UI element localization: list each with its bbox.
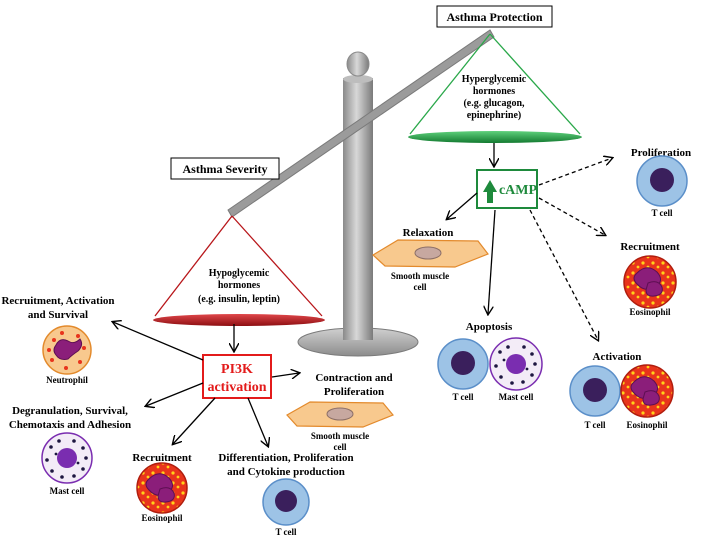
arrow-pi3k-to-neutrophil <box>113 322 204 361</box>
activation-heading: Activation <box>593 351 642 363</box>
recruit-activation-survival-line2: and Survival <box>28 309 88 321</box>
asthma-protection-box: Asthma Protection <box>436 5 553 28</box>
eosinophil-recruitment-left <box>136 462 188 514</box>
arrow-camp-to-proliferation <box>538 158 612 186</box>
left-pan-dish <box>153 314 325 326</box>
svg-text:(e.g. glucagon,: (e.g. glucagon, <box>463 98 525 109</box>
smooth-muscle-cell-contraction <box>286 401 394 428</box>
proliferation-heading: Proliferation <box>631 147 691 159</box>
asthma-protection-label: Asthma Protection <box>446 10 542 24</box>
arrow-pi3k-to-tcell <box>247 397 268 446</box>
smooth-muscle-label-line1-contract: Smooth muscle <box>311 431 369 441</box>
pole-cap <box>343 75 373 83</box>
svg-text:hormones: hormones <box>218 280 260 291</box>
camp-box: cAMP <box>476 169 538 209</box>
svg-text:Hypoglycemic: Hypoglycemic <box>209 268 270 279</box>
asthma-severity-box: Asthma Severity <box>170 157 280 180</box>
arrow-pi3k-to-mastcell <box>146 382 204 406</box>
smooth-muscle-cell-relaxation <box>372 239 489 268</box>
differentiation-line1: Differentiation, Proliferation <box>218 452 353 464</box>
svg-text:hormones: hormones <box>473 86 515 97</box>
arrow-camp-to-apoptosis <box>488 209 496 314</box>
arrow-camp-to-recruitment <box>538 197 605 235</box>
arrows <box>113 143 612 446</box>
mast-label-left: Mast cell <box>50 486 85 496</box>
eosinophil-label-recruitment-left: Eosinophil <box>141 513 183 523</box>
tcell-label-proliferation: T cell <box>651 208 673 218</box>
degranulation-line2: Chemotaxis and Adhesion <box>9 419 131 431</box>
pole-knob <box>346 51 370 77</box>
eosinophil-label-recruitment-right: Eosinophil <box>629 307 671 317</box>
tcell-proliferation <box>636 155 688 207</box>
tcell-differentiation <box>262 478 310 526</box>
mast-cell-apoptosis <box>489 337 543 391</box>
arrow-camp-to-relaxation <box>447 192 478 219</box>
svg-text:Hyperglycemic: Hyperglycemic <box>462 74 527 85</box>
mast-label-apoptosis: Mast cell <box>499 392 534 402</box>
tcell-apoptosis <box>437 338 489 390</box>
smooth-muscle-label-line2-contract: cell <box>334 442 347 452</box>
pi3k-box: PI3K activation <box>202 354 272 399</box>
eosinophil-activation <box>620 364 674 418</box>
recruit-activation-survival-line1: Recruitment, Activation <box>1 295 114 307</box>
arrow-camp-to-activation <box>529 209 598 340</box>
right-pan <box>408 33 582 143</box>
contraction-line1: Contraction and <box>315 372 392 384</box>
neutrophil <box>42 325 92 375</box>
eosinophil-recruitment-right <box>623 255 677 309</box>
relaxation-heading: Relaxation <box>403 227 454 239</box>
mast-cell-left <box>41 432 93 484</box>
degranulation-line1: Degranulation, Survival, <box>12 405 128 417</box>
eosinophil-label-activation: Eosinophil <box>626 420 668 430</box>
tcell-activation <box>569 365 621 417</box>
contraction-line2: Proliferation <box>324 386 384 398</box>
hyperglycemic-hormones-text: Hyperglycemic hormones (e.g. glucagon, e… <box>462 74 527 121</box>
apoptosis-heading: Apoptosis <box>466 321 513 333</box>
svg-text:epinephrine): epinephrine) <box>467 110 521 121</box>
camp-label: cAMP <box>499 183 538 198</box>
arrow-pi3k-to-eosinophil <box>173 397 216 444</box>
up-arrow-icon <box>483 180 497 203</box>
arrow-pi3k-to-contraction <box>271 373 299 377</box>
left-pan <box>153 215 325 326</box>
recruitment-left-heading: Recruitment <box>132 452 192 464</box>
smooth-muscle-label-line2-relax: cell <box>414 282 427 292</box>
hypoglycemic-hormones-text: Hypoglycemic hormones (e.g. insulin, lep… <box>198 268 280 305</box>
pi3k-label-line1: PI3K <box>221 362 253 377</box>
asthma-severity-label: Asthma Severity <box>183 162 268 176</box>
neutrophil-label: Neutrophil <box>46 375 88 385</box>
tcell-label-apoptosis: T cell <box>452 392 474 402</box>
smooth-muscle-label-line1-relax: Smooth muscle <box>391 271 449 281</box>
recruitment-right-heading: Recruitment <box>620 241 680 253</box>
differentiation-line2: and Cytokine production <box>227 466 345 478</box>
tcell-label-activation: T cell <box>584 420 606 430</box>
pi3k-label-line2: activation <box>207 380 266 395</box>
right-pan-dish <box>408 131 582 143</box>
balance-scale <box>153 29 582 357</box>
tcell-label-differentiation: T cell <box>275 527 297 537</box>
scale-beam <box>227 29 495 218</box>
svg-text:(e.g. insulin, leptin): (e.g. insulin, leptin) <box>198 294 280 305</box>
